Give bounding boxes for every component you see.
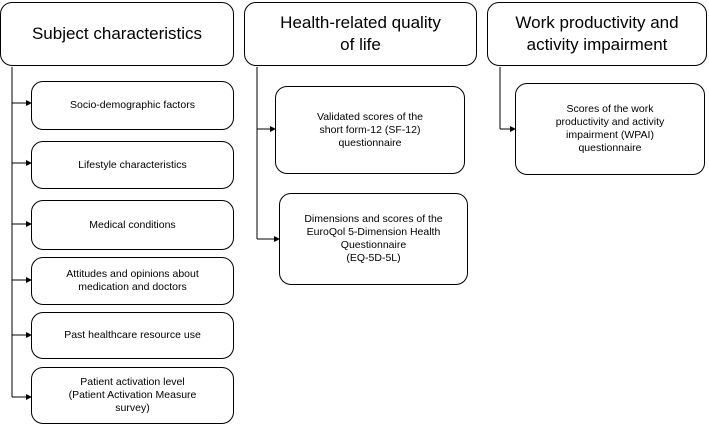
box-lifestyle-characteristics: Lifestyle characteristics [31,141,234,189]
box-patient-activation-level: Patient activation level (Patient Activa… [31,367,234,424]
box-sf12-scores: Validated scores of the short form-12 (S… [275,86,465,174]
box-past-healthcare-resource-use: Past healthcare resource use [31,312,234,359]
header-subject-characteristics: Subject characteristics [0,2,234,66]
box-wpai-scores: Scores of the work productivity and acti… [515,83,705,175]
box-medical-conditions: Medical conditions [31,200,234,250]
box-socio-demographic-factors: Socio-demographic factors [31,81,234,130]
header-health-related-quality-of-life: Health-related quality of life [244,2,477,66]
header-work-productivity: Work productivity and activity impairmen… [487,2,707,66]
box-attitudes-opinions: Attitudes and opinions about medication … [31,257,234,305]
box-eq5d5l-scores: Dimensions and scores of the EuroQol 5-D… [279,193,468,285]
